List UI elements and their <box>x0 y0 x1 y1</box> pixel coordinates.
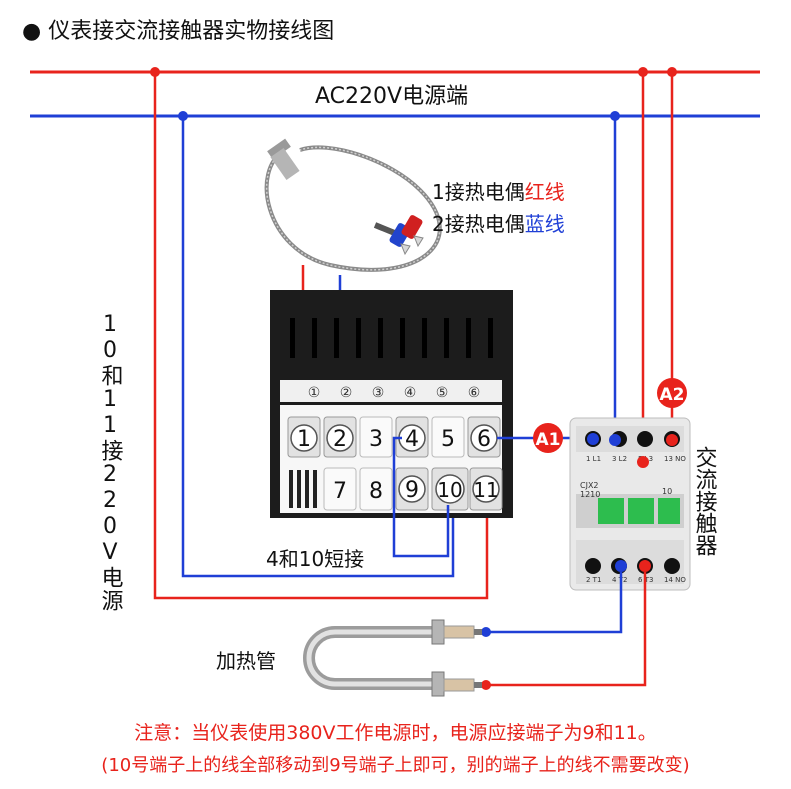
header-number: ⑥ <box>468 385 481 401</box>
svg-text:3 L2: 3 L2 <box>612 455 627 463</box>
connection-dot <box>615 560 627 572</box>
svg-text:4: 4 <box>405 427 419 452</box>
svg-text:4 T2: 4 T2 <box>612 576 627 584</box>
thermocouple-icon <box>264 138 442 272</box>
svg-text:9: 9 <box>405 478 419 503</box>
header-number: ④ <box>404 385 417 401</box>
svg-text:11: 11 <box>473 478 498 502</box>
wire-live-to-11 <box>153 72 489 600</box>
svg-text:8: 8 <box>369 479 383 504</box>
terminal-header-row: ① ② ③ ④ ⑤ ⑥ <box>308 385 481 401</box>
terminal-9: 9 <box>395 467 429 511</box>
header-number: ③ <box>372 385 385 401</box>
svg-text:A2: A2 <box>660 385 685 405</box>
terminal-4: 4 <box>395 416 429 458</box>
svg-text:A1: A1 <box>536 430 561 450</box>
svg-text:6: 6 <box>477 427 491 452</box>
terminal-8: 8 <box>359 467 393 511</box>
svg-text:2 T1: 2 T1 <box>586 576 601 584</box>
contactor-label: 交流接触器 <box>692 446 718 556</box>
header-number: ⑤ <box>436 385 449 401</box>
connection-dot <box>666 434 678 446</box>
junction-dot <box>150 67 160 77</box>
wire-T3-to-heater <box>486 572 647 687</box>
heater-tube-icon <box>303 619 482 697</box>
side-label: 10和11接220V电源 <box>98 312 124 612</box>
svg-text:2: 2 <box>333 427 347 452</box>
badge-A2: A2 <box>657 378 687 408</box>
junction-dot <box>638 67 648 77</box>
terminal-5: 5 <box>431 416 465 458</box>
wire-neutral-to-10 <box>181 116 455 578</box>
terminal-11: 11 <box>469 467 503 511</box>
terminal-6: 6 <box>467 416 501 458</box>
contactor-side-number: 10 <box>662 487 672 496</box>
svg-text:14 NO: 14 NO <box>664 576 686 584</box>
svg-text:1 L1: 1 L1 <box>586 455 601 463</box>
badge-A1: A1 <box>533 423 563 453</box>
header-number: ② <box>340 385 353 401</box>
wire-short-4-10 <box>392 436 450 558</box>
note-line-2: (10号端子上的线全部移动到9号端子上即可，别的端子上的线不需要改变) <box>101 755 690 776</box>
note-line-1: 注意：当仪表使用380V工作电源时，电源应接端子为9和11。 <box>134 722 657 744</box>
terminal-3: 3 <box>359 416 393 458</box>
svg-text:3: 3 <box>369 427 383 452</box>
connection-dot <box>481 627 491 637</box>
terminal-1: 1 <box>287 416 321 458</box>
connection-dot <box>637 456 649 468</box>
thermocouple-red-label: 1接热电偶红线 <box>432 180 565 204</box>
junction-dot <box>667 67 677 77</box>
vent-slots <box>290 318 493 358</box>
connection-dot <box>587 433 599 445</box>
short-label: 4和10短接 <box>266 547 364 571</box>
svg-text:1: 1 <box>297 427 311 452</box>
cooling-fins <box>289 470 317 508</box>
svg-text:10: 10 <box>437 478 462 502</box>
terminal-7: 7 <box>323 467 357 511</box>
heater-label: 加热管 <box>216 649 276 673</box>
header-number: ① <box>308 385 321 401</box>
terminal-10: 10 <box>431 467 469 511</box>
thermocouple-blue-label: 2接热电偶蓝线 <box>432 212 565 236</box>
junction-dot <box>610 111 620 121</box>
power-label: AC220V电源端 <box>315 84 468 109</box>
junction-dot <box>178 111 188 121</box>
connection-dot <box>481 680 491 690</box>
wire-T2-to-heater <box>486 572 623 634</box>
terminal-2: 2 <box>323 416 357 458</box>
diagram-title: ● 仪表接交流接触器实物接线图 <box>22 19 334 44</box>
svg-text:7: 7 <box>333 479 347 504</box>
svg-text:5: 5 <box>441 427 455 452</box>
connection-dot <box>609 434 621 446</box>
connection-dot <box>639 560 651 572</box>
svg-text:13 NO: 13 NO <box>664 455 686 463</box>
